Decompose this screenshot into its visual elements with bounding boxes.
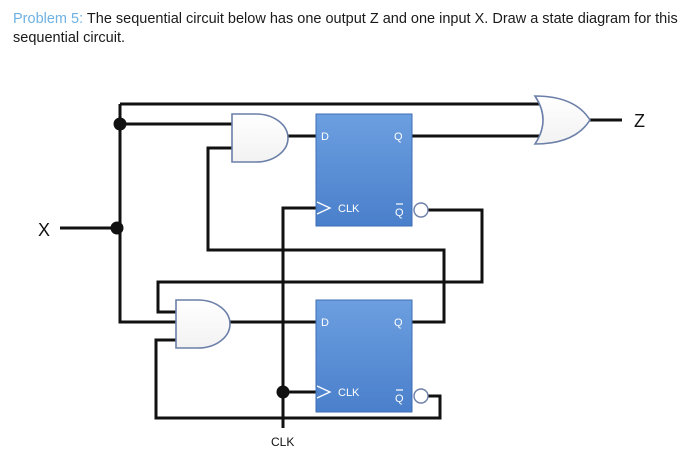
flipflop-2-clock-triangle [316, 385, 332, 399]
flipflop-2-d-label: D [321, 317, 329, 329]
flipflop-1-qbar-label: Q [395, 207, 404, 219]
and-gate-2 [175, 299, 231, 349]
flipflop-2-qbar-bubble [413, 388, 429, 404]
problem-number: Problem 5: [13, 11, 84, 27]
junction-dot [113, 117, 127, 131]
problem-text: The sequential circuit below has one out… [13, 11, 678, 46]
wire-clock [281, 206, 316, 428]
or-gate [533, 95, 591, 145]
flipflop-1-clk-label: CLK [338, 203, 360, 215]
flipflop-2-qbar-label: Q [395, 393, 404, 405]
wires [60, 102, 622, 428]
and-gate-1 [231, 113, 289, 163]
flipflop-1: D Q CLK Q [315, 113, 429, 227]
flipflop-2-q-label: Q [394, 317, 403, 329]
flipflop-2-clk-label: CLK [338, 387, 360, 399]
wire-x-bus [118, 104, 176, 324]
flipflop-2: D Q CLK Q [315, 299, 429, 413]
flipflop-1-d-label: D [321, 131, 329, 143]
flipflop-2-body [315, 299, 413, 413]
wire-q1bar-to-and2 [156, 208, 484, 314]
output-label-z: Z [634, 111, 645, 131]
flipflop-1-body [315, 113, 413, 227]
input-label-x: X [38, 220, 50, 240]
flipflop-1-clock-triangle [316, 201, 332, 215]
problem-statement: Problem 5: The sequential circuit below … [13, 10, 693, 48]
flipflop-1-qbar-bubble [413, 202, 429, 218]
junction-dot [276, 385, 290, 399]
wire-q2bar-to-and2 [154, 338, 442, 420]
clock-label: CLK [271, 435, 294, 449]
flipflop-1-q-label: Q [394, 131, 403, 143]
junction-dot [110, 221, 124, 235]
wire-q2-to-and1 [206, 146, 446, 324]
